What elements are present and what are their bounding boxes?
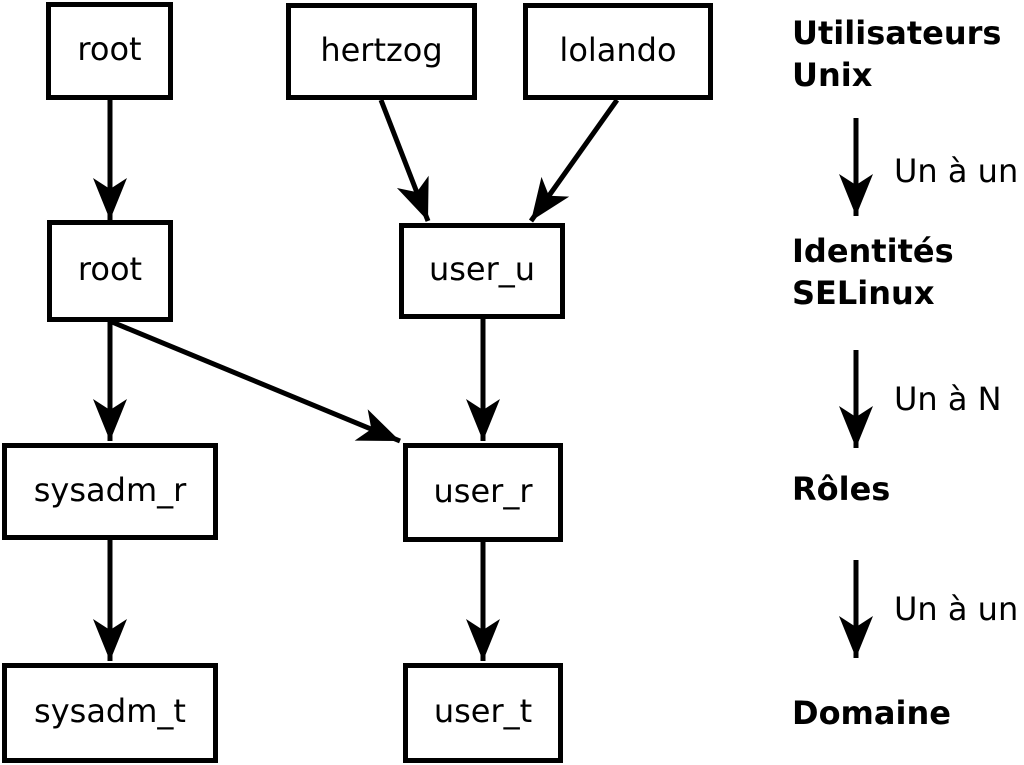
legend-level-domaine: Domaine (792, 694, 951, 732)
node-lolando: lolando (523, 3, 713, 100)
node-root-selinux: root (47, 220, 173, 322)
legend-relation-un-a-un-1: Un à un (894, 152, 1019, 190)
edge-hertzog-to-useru (378, 99, 431, 222)
legend-level-utilisateurs-unix: Utilisateurs Unix (792, 14, 1002, 94)
node-hertzog: hertzog (286, 3, 477, 100)
edge-lolando-to-useru (528, 98, 620, 223)
node-root-unix: root (46, 2, 173, 100)
legend-level-roles: Rôles (792, 470, 891, 508)
legend-relation-un-a-un-2: Un à un (894, 590, 1019, 628)
legend-relation-un-a-n: Un à N (894, 380, 1002, 418)
legend-level-identites-selinux: Identités SELinux (792, 232, 954, 312)
node-sysadm-t: sysadm_t (2, 663, 218, 763)
node-sysadm-r: sysadm_r (2, 443, 218, 540)
node-user-r: user_r (403, 443, 563, 542)
node-user-t: user_t (403, 663, 563, 763)
node-user-u: user_u (399, 223, 565, 319)
edge-rootselinux-to-userr (111, 319, 401, 444)
